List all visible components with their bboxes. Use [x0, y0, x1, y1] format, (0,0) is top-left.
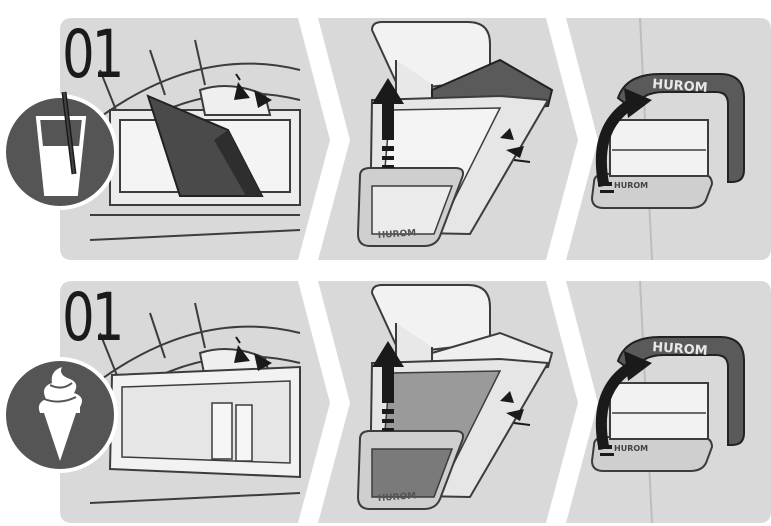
panel-2-lift-out: HUROM: [318, 18, 578, 260]
step-number: 01: [62, 279, 124, 356]
drink-cup-icon: [35, 91, 87, 196]
panel-1-remove-drip-tray: [60, 18, 330, 260]
row-illustration: HUROM HUROM HUROM: [2, 280, 771, 524]
mode-badge-drink: [2, 91, 118, 210]
row-illustration: HUROM: [2, 17, 771, 261]
click-mark-icon: [234, 82, 250, 100]
handle: [616, 336, 745, 446]
instruction-row-ice-cream: HUROM HUROM HUROM: [0, 263, 771, 526]
panel-3-detach-handle: HUROM HUROM: [566, 17, 771, 261]
mode-badge-ice-cream: [2, 357, 118, 473]
handle-brand-label: HUROM: [652, 340, 708, 359]
ice-cream-cone-icon: [38, 367, 82, 461]
panel-2-lift-out: HUROM: [318, 281, 578, 523]
arrow-up-icon: [372, 78, 404, 168]
base-brand-mark: HUROM: [378, 491, 417, 504]
handle-brand-label: HUROM: [652, 77, 708, 96]
svg-text:HUROM: HUROM: [614, 444, 648, 453]
step-number: 01: [62, 16, 124, 93]
panel-1-remove-drip-tray: [60, 281, 330, 523]
click-mark-icon: [234, 345, 250, 363]
svg-text:HUROM: HUROM: [614, 181, 648, 190]
rotate-arrow-icon: [595, 88, 652, 193]
rotate-arrow-icon: [595, 351, 652, 456]
arrow-up-icon: [372, 341, 404, 431]
instruction-row-drink: HUROM: [2, 16, 771, 261]
handle: [616, 73, 745, 183]
panel-3-detach-handle: HUROM HUROM: [566, 280, 771, 524]
base-brand-mark: HUROM: [378, 228, 417, 241]
